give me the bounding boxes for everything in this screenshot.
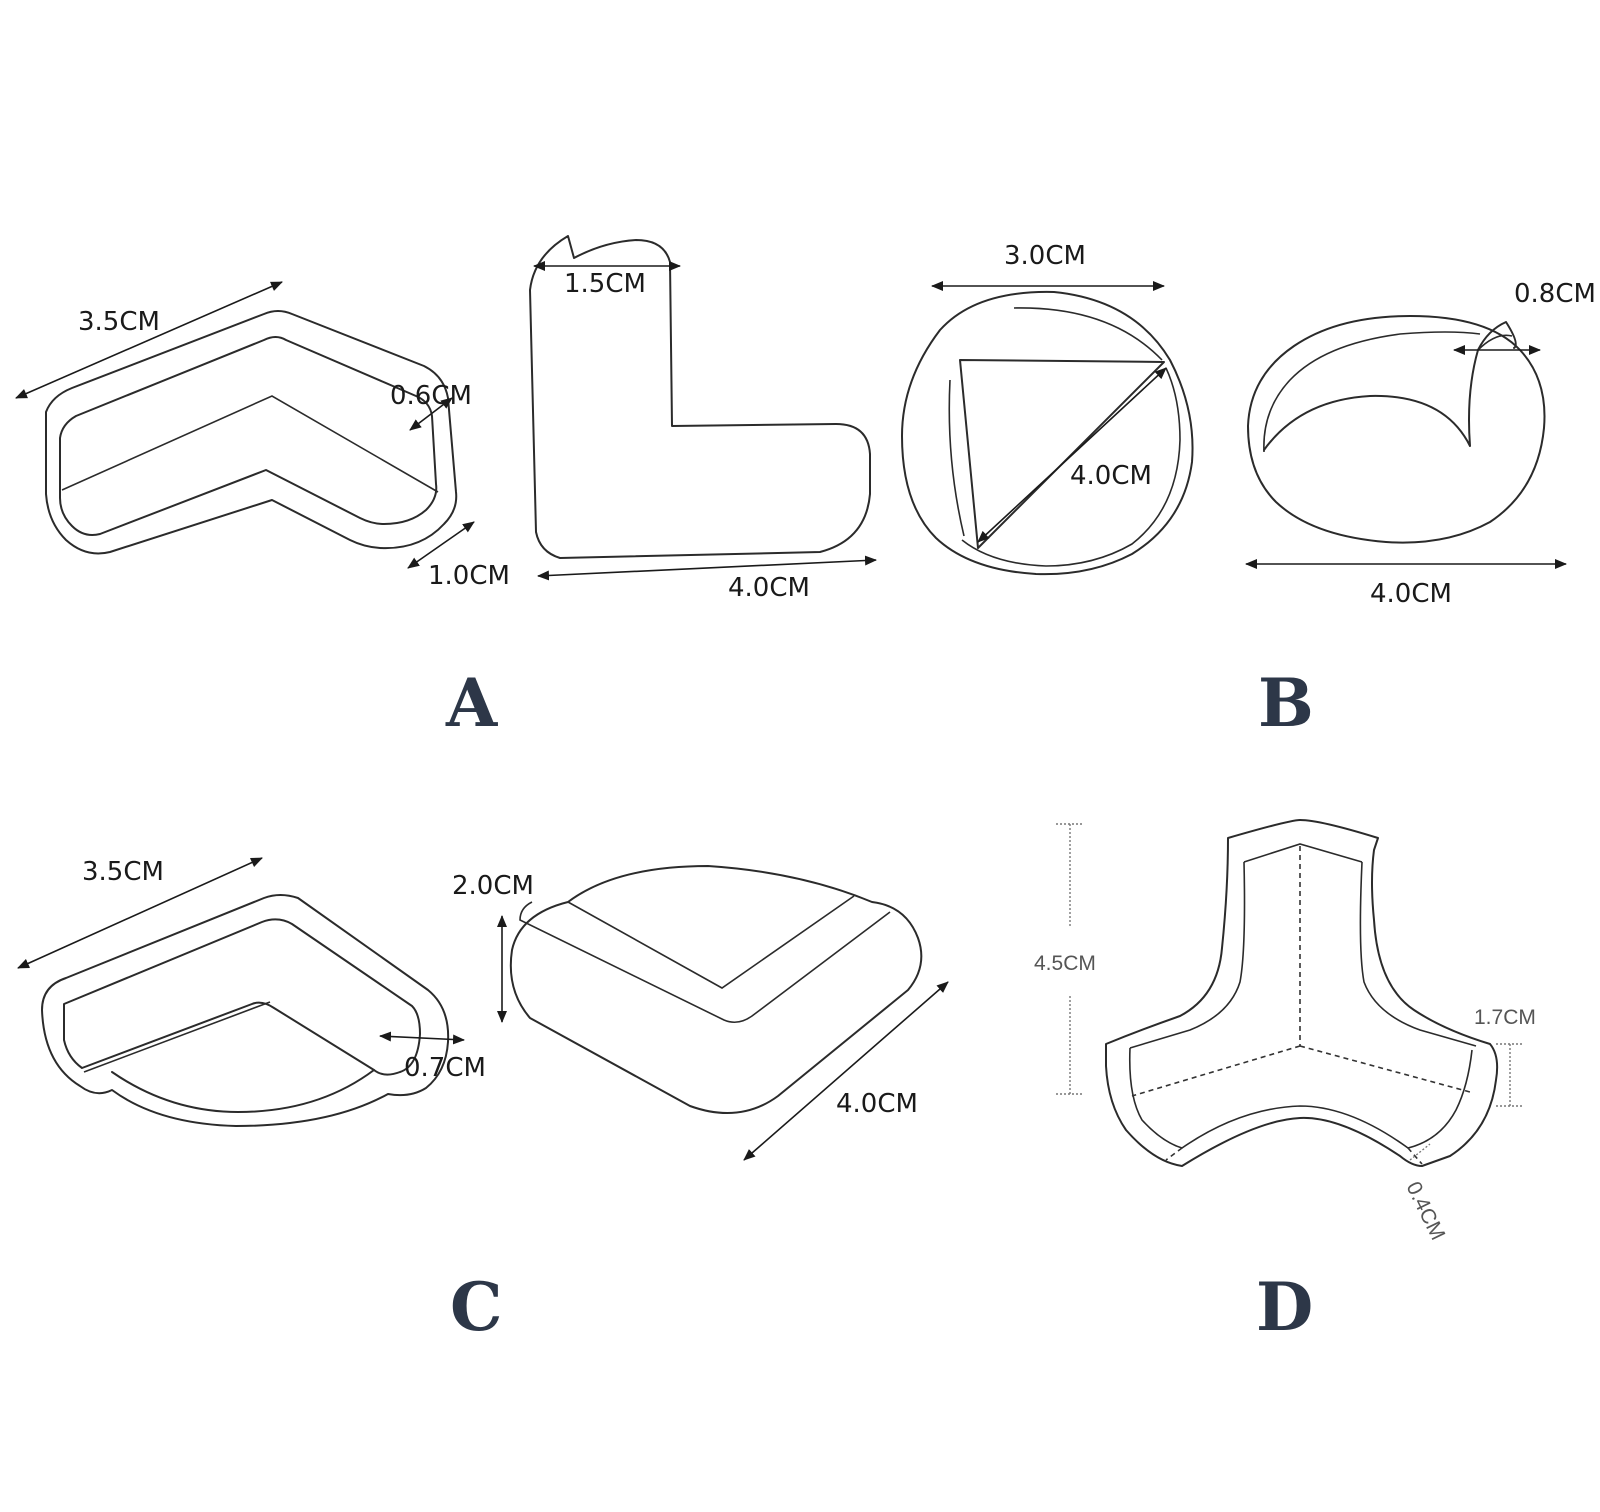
panel-c-label: C bbox=[450, 1268, 503, 1346]
dim-c2-height: 2.0CM bbox=[452, 871, 534, 901]
panel-c-curved-guard: 3.5CM 0.7CM bbox=[17, 857, 486, 1127]
dim-a-thickness-arrow bbox=[409, 397, 453, 431]
dim-d-side-height: 1.7CM bbox=[1474, 1006, 1536, 1029]
dim-a-height-arrow bbox=[407, 521, 475, 569]
panel-d-three-way-guard: 4.5CM 1.7CM 0.4CM bbox=[1034, 819, 1536, 1244]
panel-b-round-guard: 3.0CM 4.0CM bbox=[901, 241, 1194, 576]
dim-d-height: 4.5CM bbox=[1034, 952, 1096, 975]
dim-a2-length-arrow bbox=[537, 555, 877, 581]
dim-b-diagonal: 4.0CM bbox=[1070, 461, 1152, 491]
panel-c: 3.5CM 0.7CM 2.0CM 4.0CM C bbox=[17, 857, 949, 1346]
panel-a-chevron-guard: 3.5CM 0.6CM 1.0CM bbox=[15, 281, 510, 591]
dim-c-length: 3.5CM bbox=[82, 857, 164, 887]
panel-d: 4.5CM 1.7CM 0.4CM D bbox=[1034, 819, 1536, 1346]
dim-d-thickness: 0.4CM bbox=[1402, 1178, 1450, 1244]
dim-c-thickness: 0.7CM bbox=[404, 1053, 486, 1083]
dim-b2-thickness: 0.8CM bbox=[1514, 279, 1596, 309]
dim-a2-length: 4.0CM bbox=[728, 573, 810, 603]
dim-c-length-arrow bbox=[17, 857, 263, 969]
panel-a-label: A bbox=[445, 664, 498, 742]
dim-a2-width: 1.5CM bbox=[564, 269, 646, 299]
dim-b-diagonal-arrow bbox=[977, 367, 1167, 543]
dim-b2-length: 4.0CM bbox=[1370, 579, 1452, 609]
dim-d-thickness-line bbox=[1409, 1143, 1431, 1161]
panel-a-l-guard: 1.5CM 4.0CM bbox=[529, 235, 877, 603]
panel-b-oval-guard: 0.8CM 4.0CM bbox=[1245, 279, 1596, 609]
panel-b: 3.0CM 4.0CM 0.8CM 4.0CM B bbox=[901, 241, 1596, 742]
panel-b-label: B bbox=[1258, 664, 1314, 742]
dim-a-thickness: 0.6CM bbox=[390, 381, 472, 411]
panel-c-pillow-guard: 2.0CM 4.0CM bbox=[452, 865, 949, 1161]
dim-c2-length: 4.0CM bbox=[836, 1089, 918, 1119]
dim-a-length: 3.5CM bbox=[78, 307, 160, 337]
dim-c2-length-arrow bbox=[743, 981, 949, 1161]
panel-d-label: D bbox=[1256, 1268, 1313, 1346]
dim-a-height: 1.0CM bbox=[428, 561, 510, 591]
panel-a: 3.5CM 0.6CM 1.0CM 1.5CM 4.0CM A bbox=[15, 235, 877, 742]
dim-c-thickness-arrow bbox=[379, 1031, 465, 1045]
dim-b-width: 3.0CM bbox=[1004, 241, 1086, 271]
dim-a-length-arrow bbox=[15, 281, 283, 399]
